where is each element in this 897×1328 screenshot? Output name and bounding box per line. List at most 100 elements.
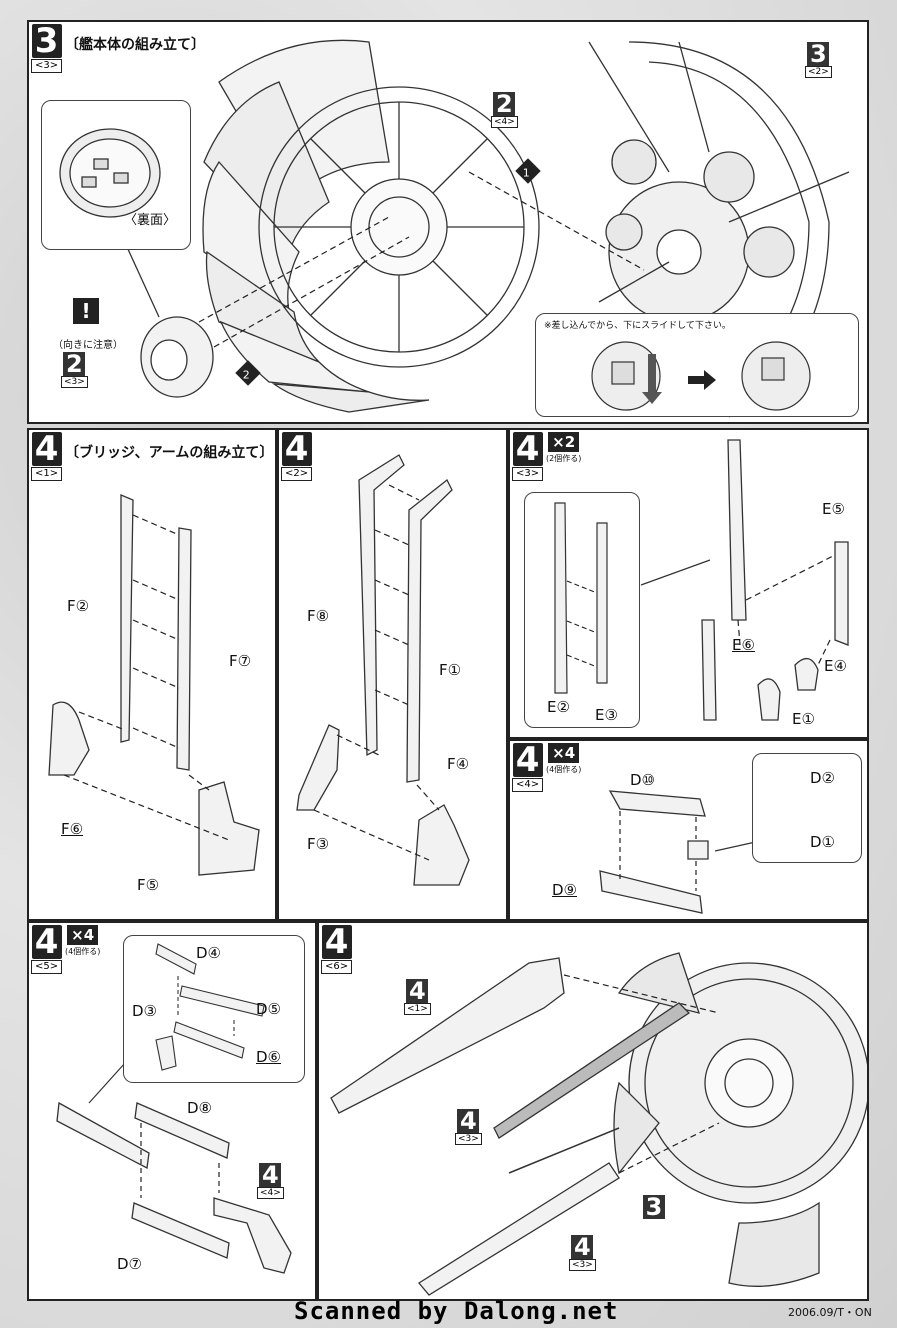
multiplier-badge: ×4	[67, 925, 99, 945]
step4-4-panel: 4 <4> ×4 (4個作る) D⑩ D② D① D⑨	[508, 739, 869, 921]
part-label: D⑧	[187, 1099, 212, 1117]
part-label: D②	[810, 769, 835, 787]
step-subnumber: <1>	[31, 467, 63, 481]
step-subnumber: <6>	[321, 960, 353, 974]
caution-icon: !	[73, 298, 99, 324]
ref-subnumber: <2>	[805, 66, 832, 78]
step-number: 4	[512, 743, 543, 777]
part-label: D⑦	[117, 1255, 142, 1273]
ref-subnumber: <3>	[569, 1259, 596, 1271]
step3-badge: 3 <3>	[31, 24, 63, 73]
rear-part-drawing	[59, 128, 161, 218]
step4-4-detail-inset	[752, 753, 862, 863]
ref-badge-4-4: 4 <4>	[257, 1163, 284, 1199]
step-subnumber: <5>	[31, 960, 63, 974]
detail-drawing	[554, 502, 608, 694]
ref-number: 3	[643, 1195, 665, 1219]
step-subnumber: <3>	[512, 467, 544, 481]
part-label: F②	[67, 597, 90, 615]
rear-view-label: 〈裏面〉	[124, 213, 177, 228]
part-label: D①	[810, 833, 835, 851]
detail-drawing	[155, 943, 265, 1071]
part-label: F⑦	[229, 652, 252, 670]
ref-subnumber: <4>	[491, 116, 518, 128]
ref-number: 4	[457, 1109, 480, 1133]
part-label: D⑤	[256, 1000, 281, 1018]
part-label: F⑥	[61, 820, 84, 838]
step4-1-illustration	[48, 494, 260, 876]
ref-number: 3	[807, 42, 830, 66]
part-label: D⑥	[256, 1048, 281, 1066]
ref-number: 2	[493, 92, 516, 116]
multiplier-note: (4個作る)	[546, 765, 582, 774]
part-label: D④	[196, 944, 221, 962]
step4-1-panel: 4 <1> 〔ブリッジ、アームの組み立て〕 F② F⑦ F⑥ F⑤	[27, 428, 277, 921]
part-label: F③	[307, 835, 330, 853]
caution-text: （向きに注意）	[53, 340, 123, 351]
print-code: 2006.09/T・ON	[788, 1306, 872, 1319]
scanned-by-watermark: Scanned by Dalong.net	[294, 1297, 619, 1325]
ref-number: 4	[259, 1163, 282, 1187]
ref-badge-2-3: 2 <3>	[61, 352, 88, 388]
ref-badge-4-3-lower: 4 <3>	[569, 1235, 596, 1271]
part-label: F①	[439, 661, 462, 679]
ref-subnumber: <3>	[61, 376, 88, 388]
ref-badge-3-2: 3 <2>	[805, 42, 832, 78]
multiplier-note: (4個作る)	[65, 947, 101, 956]
part-label: F⑤	[137, 876, 160, 894]
step4-3-illustration	[640, 439, 849, 721]
ref-subnumber: <3>	[455, 1133, 482, 1145]
step-number: 4	[31, 925, 62, 959]
ref-badge-4-3-upper: 4 <3>	[455, 1109, 482, 1145]
step4-2-badge: 4 <2>	[281, 432, 313, 481]
step3-subnumber: <3>	[31, 59, 63, 73]
ref-badge-2-4: 2 <4>	[491, 92, 518, 128]
part-label: E②	[547, 698, 570, 716]
step4-3-panel: 4 <3> ×2 (2個作る) E② E③ E⑤ E⑥ E④ E①	[508, 428, 869, 739]
marker-2-label: 2	[242, 368, 250, 382]
step3-number: 3	[31, 24, 62, 58]
multiplier-note: (2個作る)	[546, 454, 582, 463]
step-number: 4	[512, 432, 543, 466]
step4-5-multiplier: ×4 (4個作る)	[65, 925, 100, 957]
ref-subnumber: <4>	[257, 1187, 284, 1199]
ref-number: 4	[571, 1235, 594, 1259]
step4-5-illustration	[56, 1062, 292, 1274]
step-number: 4	[321, 925, 352, 959]
step3-title: 〔艦本体の組み立て〕	[65, 37, 205, 53]
marker-1-label: 1	[522, 166, 530, 180]
part-label: E④	[824, 657, 847, 675]
step4-5-detail-inset: D④ D③ D⑤ D⑥	[123, 935, 305, 1083]
slide-note-inset: ※差し込んでから、下にスライドして下さい。	[535, 313, 859, 417]
slide-note-text: ※差し込んでから、下にスライドして下さい。	[544, 321, 731, 331]
step4-6-illustration	[330, 952, 867, 1296]
step4-4-multiplier: ×4 (4個作る)	[546, 743, 581, 775]
part-label: F④	[447, 755, 470, 773]
step4-1-title: 〔ブリッジ、アームの組み立て〕	[65, 445, 274, 461]
part-label: D③	[132, 1002, 157, 1020]
step4-3-multiplier: ×2 (2個作る)	[546, 432, 581, 464]
part-label: E③	[595, 706, 618, 724]
ref-number: 2	[63, 352, 86, 376]
step4-1-badge: 4 <1>	[31, 432, 63, 481]
multiplier-badge: ×2	[548, 432, 580, 452]
step-subnumber: <2>	[281, 467, 313, 481]
step3-panel: 3 <3> 〔艦本体の組み立て〕 〈裏面〉 ! （向きに注意） 2 <3> 2 …	[27, 20, 869, 424]
part-label: E⑥	[732, 636, 755, 654]
step4-5-panel: 4 <5> ×4 (4個作る) D④ D③ D⑤ D⑥ D⑧ D⑦ 4 <4>	[27, 921, 317, 1301]
step4-6-badge: 4 <6>	[321, 925, 353, 974]
ref-number: 4	[406, 979, 429, 1003]
step4-3-badge: 4 <3>	[512, 432, 544, 481]
part-label: F⑧	[307, 607, 330, 625]
step4-5-badge: 4 <5>	[31, 925, 63, 974]
step-number: 4	[31, 432, 62, 466]
slide-note-drawing	[591, 341, 811, 411]
part-label: E①	[792, 710, 815, 728]
ref-badge-4-1: 4 <1>	[404, 979, 431, 1015]
step4-2-illustration	[296, 454, 470, 886]
step4-3-detail-inset: E② E③	[524, 492, 640, 728]
step4-6-panel: 4 <6> 4 <1> 4 <3> 4 <3> 3	[317, 921, 869, 1301]
step-number: 4	[281, 432, 312, 466]
rear-view-inset: 〈裏面〉	[41, 100, 191, 250]
part-label: E⑤	[822, 500, 845, 518]
